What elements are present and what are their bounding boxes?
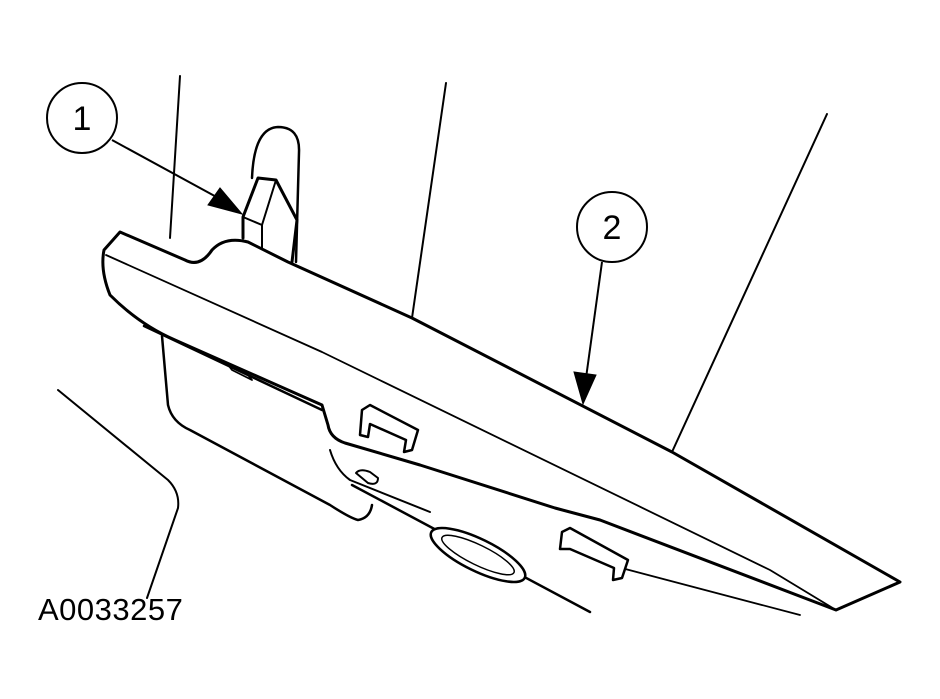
callout-2-arrowhead (573, 371, 597, 406)
callout-1-number: 1 (73, 100, 92, 138)
callout-2: 2 (573, 191, 648, 406)
callout-1-circle (46, 82, 118, 154)
figure-id-label: A0033257 (38, 592, 184, 627)
callout-2-circle (576, 191, 648, 263)
trim-rail-edge-line (105, 254, 837, 611)
mounting-slot (250, 125, 301, 264)
trim-rail-lower-flange (329, 449, 431, 513)
rail-clip-upper (358, 403, 420, 454)
callout-1-arrowhead (207, 187, 244, 215)
callout-1-leader-line (111, 139, 223, 201)
rail-small-slot (355, 469, 379, 485)
callout-2-number: 2 (603, 209, 622, 247)
callout-1: 1 (46, 82, 244, 215)
trim-rail-bottom-edge-right (609, 564, 801, 616)
retaining-tab (241, 176, 299, 264)
panel-edge-line-left (169, 75, 181, 239)
callout-2-leader-line (585, 261, 603, 379)
lower-panel-contour (57, 389, 180, 599)
trim-rail-body (101, 230, 902, 612)
panel-edge-line-right (671, 113, 828, 453)
rail-clip-lower (558, 526, 630, 582)
rail-oval-fastener (429, 526, 527, 584)
lower-bracket (160, 334, 374, 522)
panel-edge-line-center (411, 82, 447, 319)
rail-oval-fastener-inner (441, 534, 515, 576)
